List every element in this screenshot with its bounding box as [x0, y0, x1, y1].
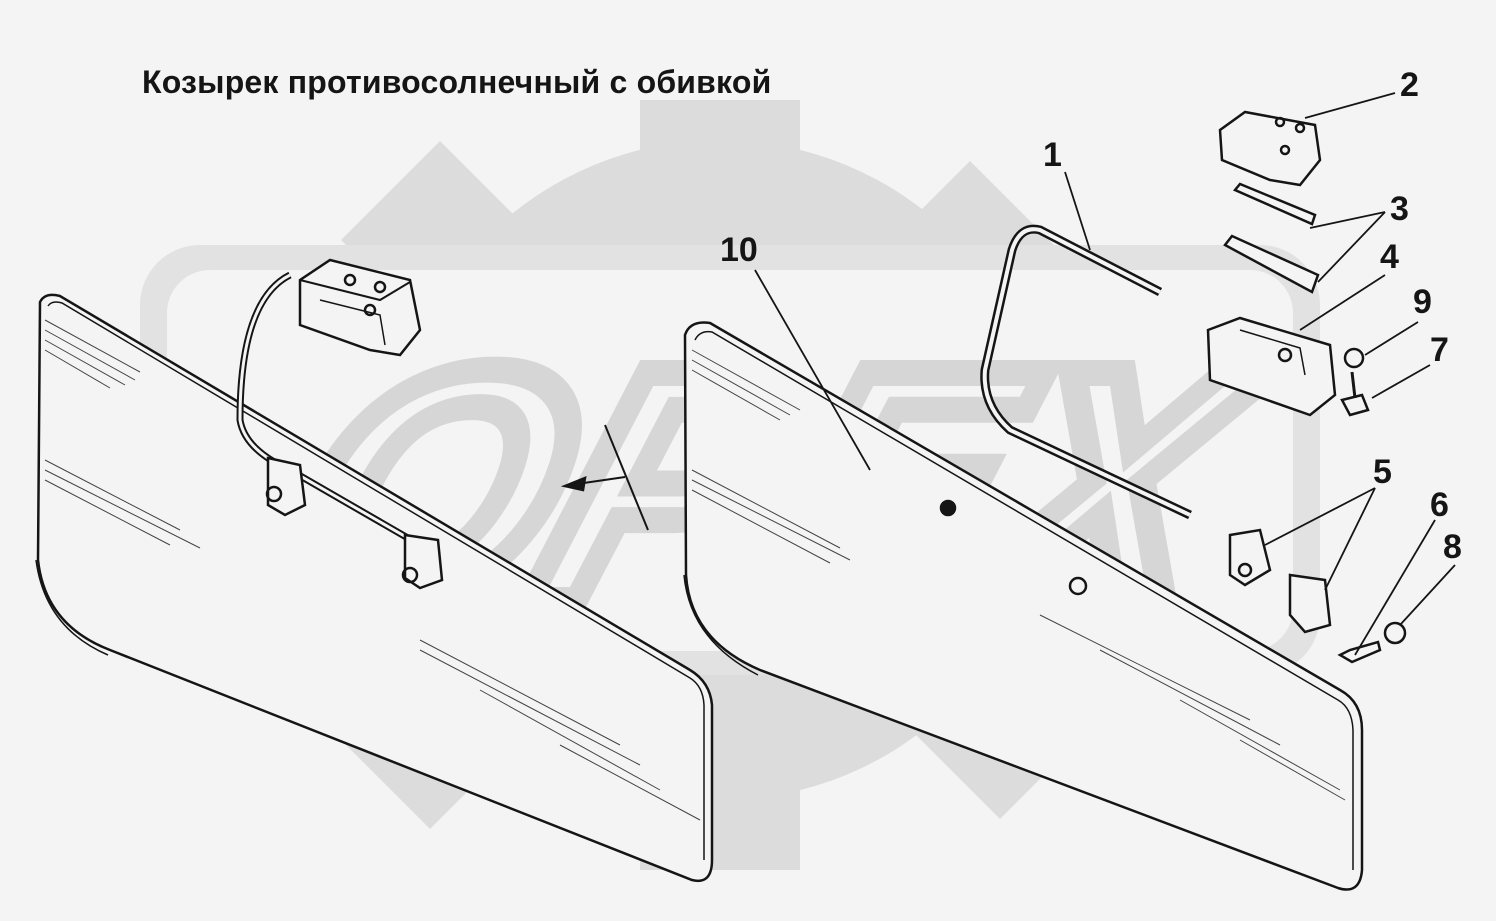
left-visor-assembly [35, 258, 714, 883]
callout-8: 8 [1443, 528, 1462, 566]
callout-10: 10 [720, 231, 758, 269]
callout-2: 2 [1400, 66, 1419, 104]
callout-5: 5 [1373, 453, 1392, 491]
visor-hole-2 [1068, 576, 1088, 596]
part-6-screw [1337, 640, 1382, 664]
right-visor-assembly [683, 110, 1407, 891]
visor-hole-1 [939, 499, 957, 517]
part-3-strip-b [1223, 234, 1320, 294]
callout-9: 9 [1413, 283, 1432, 321]
callout-3: 3 [1390, 190, 1409, 228]
part-4-housing [1206, 316, 1337, 417]
part-8-nut [1383, 621, 1407, 645]
callout-4: 4 [1380, 238, 1399, 276]
callout-6: 6 [1430, 486, 1449, 524]
page-title: Козырек противосолнечный с обивкой [142, 64, 772, 100]
part-3-strip-a [1232, 182, 1317, 226]
part-9-washer [1343, 347, 1365, 369]
left-visor-panel [36, 293, 714, 883]
leader-lines [754, 92, 1456, 656]
part-2-bracket [1218, 110, 1322, 187]
left-clip-2 [403, 533, 444, 590]
part-5-clip-b [1288, 573, 1332, 634]
left-top-bracket [298, 258, 422, 357]
callout-1: 1 [1043, 136, 1062, 174]
callout-7: 7 [1430, 331, 1449, 369]
right-visor-panel [683, 321, 1364, 891]
